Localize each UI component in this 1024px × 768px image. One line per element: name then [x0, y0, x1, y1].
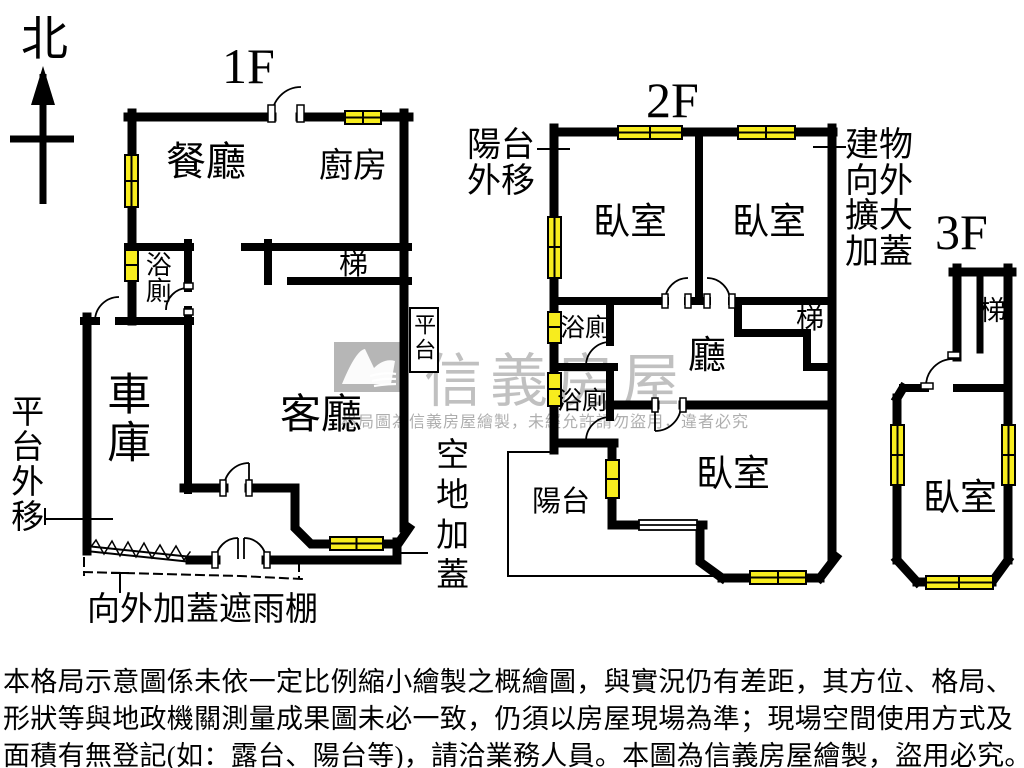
floor2-bedroom-left-label: 臥室 — [593, 202, 667, 243]
floor1-walls — [44, 108, 428, 593]
north-compass — [10, 66, 74, 204]
floor3-title: 3F — [935, 204, 988, 260]
floor3-bedroom-label: 臥室 — [923, 478, 997, 519]
floor2-annotation-balcony-moved: 陽台 外移 — [467, 127, 535, 200]
floor3-doors — [925, 358, 954, 387]
north-label: 北 — [21, 14, 68, 66]
floor2-title: 2F — [646, 72, 699, 128]
disclaimer-line-1: 本格局示意圖係未依一定比例縮小繪製之概繪圖，與實況仍有差距，其方位、格局、 — [3, 667, 1014, 697]
floor1-kitchen-label: 廚房 — [319, 148, 387, 185]
floor3-door-jambs — [920, 351, 961, 390]
floor2-stairs-label: 梯 — [796, 304, 825, 335]
floor2-balcony-label: 陽台 — [532, 486, 591, 518]
floor1-annotation-vacant-land: 空地加蓋 — [430, 437, 467, 597]
floor3-windows — [890, 424, 1016, 590]
floor2-windows — [547, 125, 807, 585]
watermark-notice-text: 格局圖為信義房屋繪製，未經允許請勿盜用，違者必究 — [341, 414, 750, 431]
floor1-stairs-label: 梯 — [339, 249, 369, 281]
floor2-bathroom-upper-label: 浴廁 — [560, 315, 611, 342]
floor1-platform-box — [409, 307, 439, 373]
disclaimer-line-3: 面積有無登記(如：露台、陽台等)，請洽業務人員。本圖為信義房屋繪製，盜用必究。 — [3, 741, 1024, 768]
floor1-living-label: 客廳 — [280, 391, 362, 437]
floor1-garage-label: 車庫 — [100, 371, 150, 467]
floor1-dining-label: 餐廳 — [166, 139, 246, 184]
floor1-annotation-canopy: 向外加蓋遮雨棚 — [87, 592, 318, 628]
floor2-hall-label: 廳 — [688, 335, 727, 377]
sinyi-logo-icon — [334, 342, 402, 392]
floor2-bathroom-lower-label: 浴廁 — [557, 388, 608, 415]
floor2-door-jambs — [651, 293, 736, 413]
floor2-bedroom-bottom-label: 臥室 — [696, 454, 770, 495]
disclaimer-line-2: 形狀等與地政機關測量成果圖未必一致，仍須以房屋現場為準；現場空間使用方式及 — [3, 704, 1014, 734]
floor1-annotation-platform-moved: 平台外移 — [5, 394, 42, 534]
floor1-bathroom-label: 浴廁 — [142, 251, 172, 303]
floor2-bedroom-right-label: 臥室 — [732, 202, 806, 243]
floor1-door-jambs — [183, 104, 305, 569]
floor2-annotation-building-expanded: 建物 向外 擴大 加蓋 — [845, 127, 913, 272]
floor1-windows — [124, 110, 384, 551]
floor1-platform-label: 平台 — [411, 313, 437, 363]
floor1-title: 1F — [222, 38, 275, 94]
floor3-stairs-label: 梯 — [979, 296, 1006, 326]
